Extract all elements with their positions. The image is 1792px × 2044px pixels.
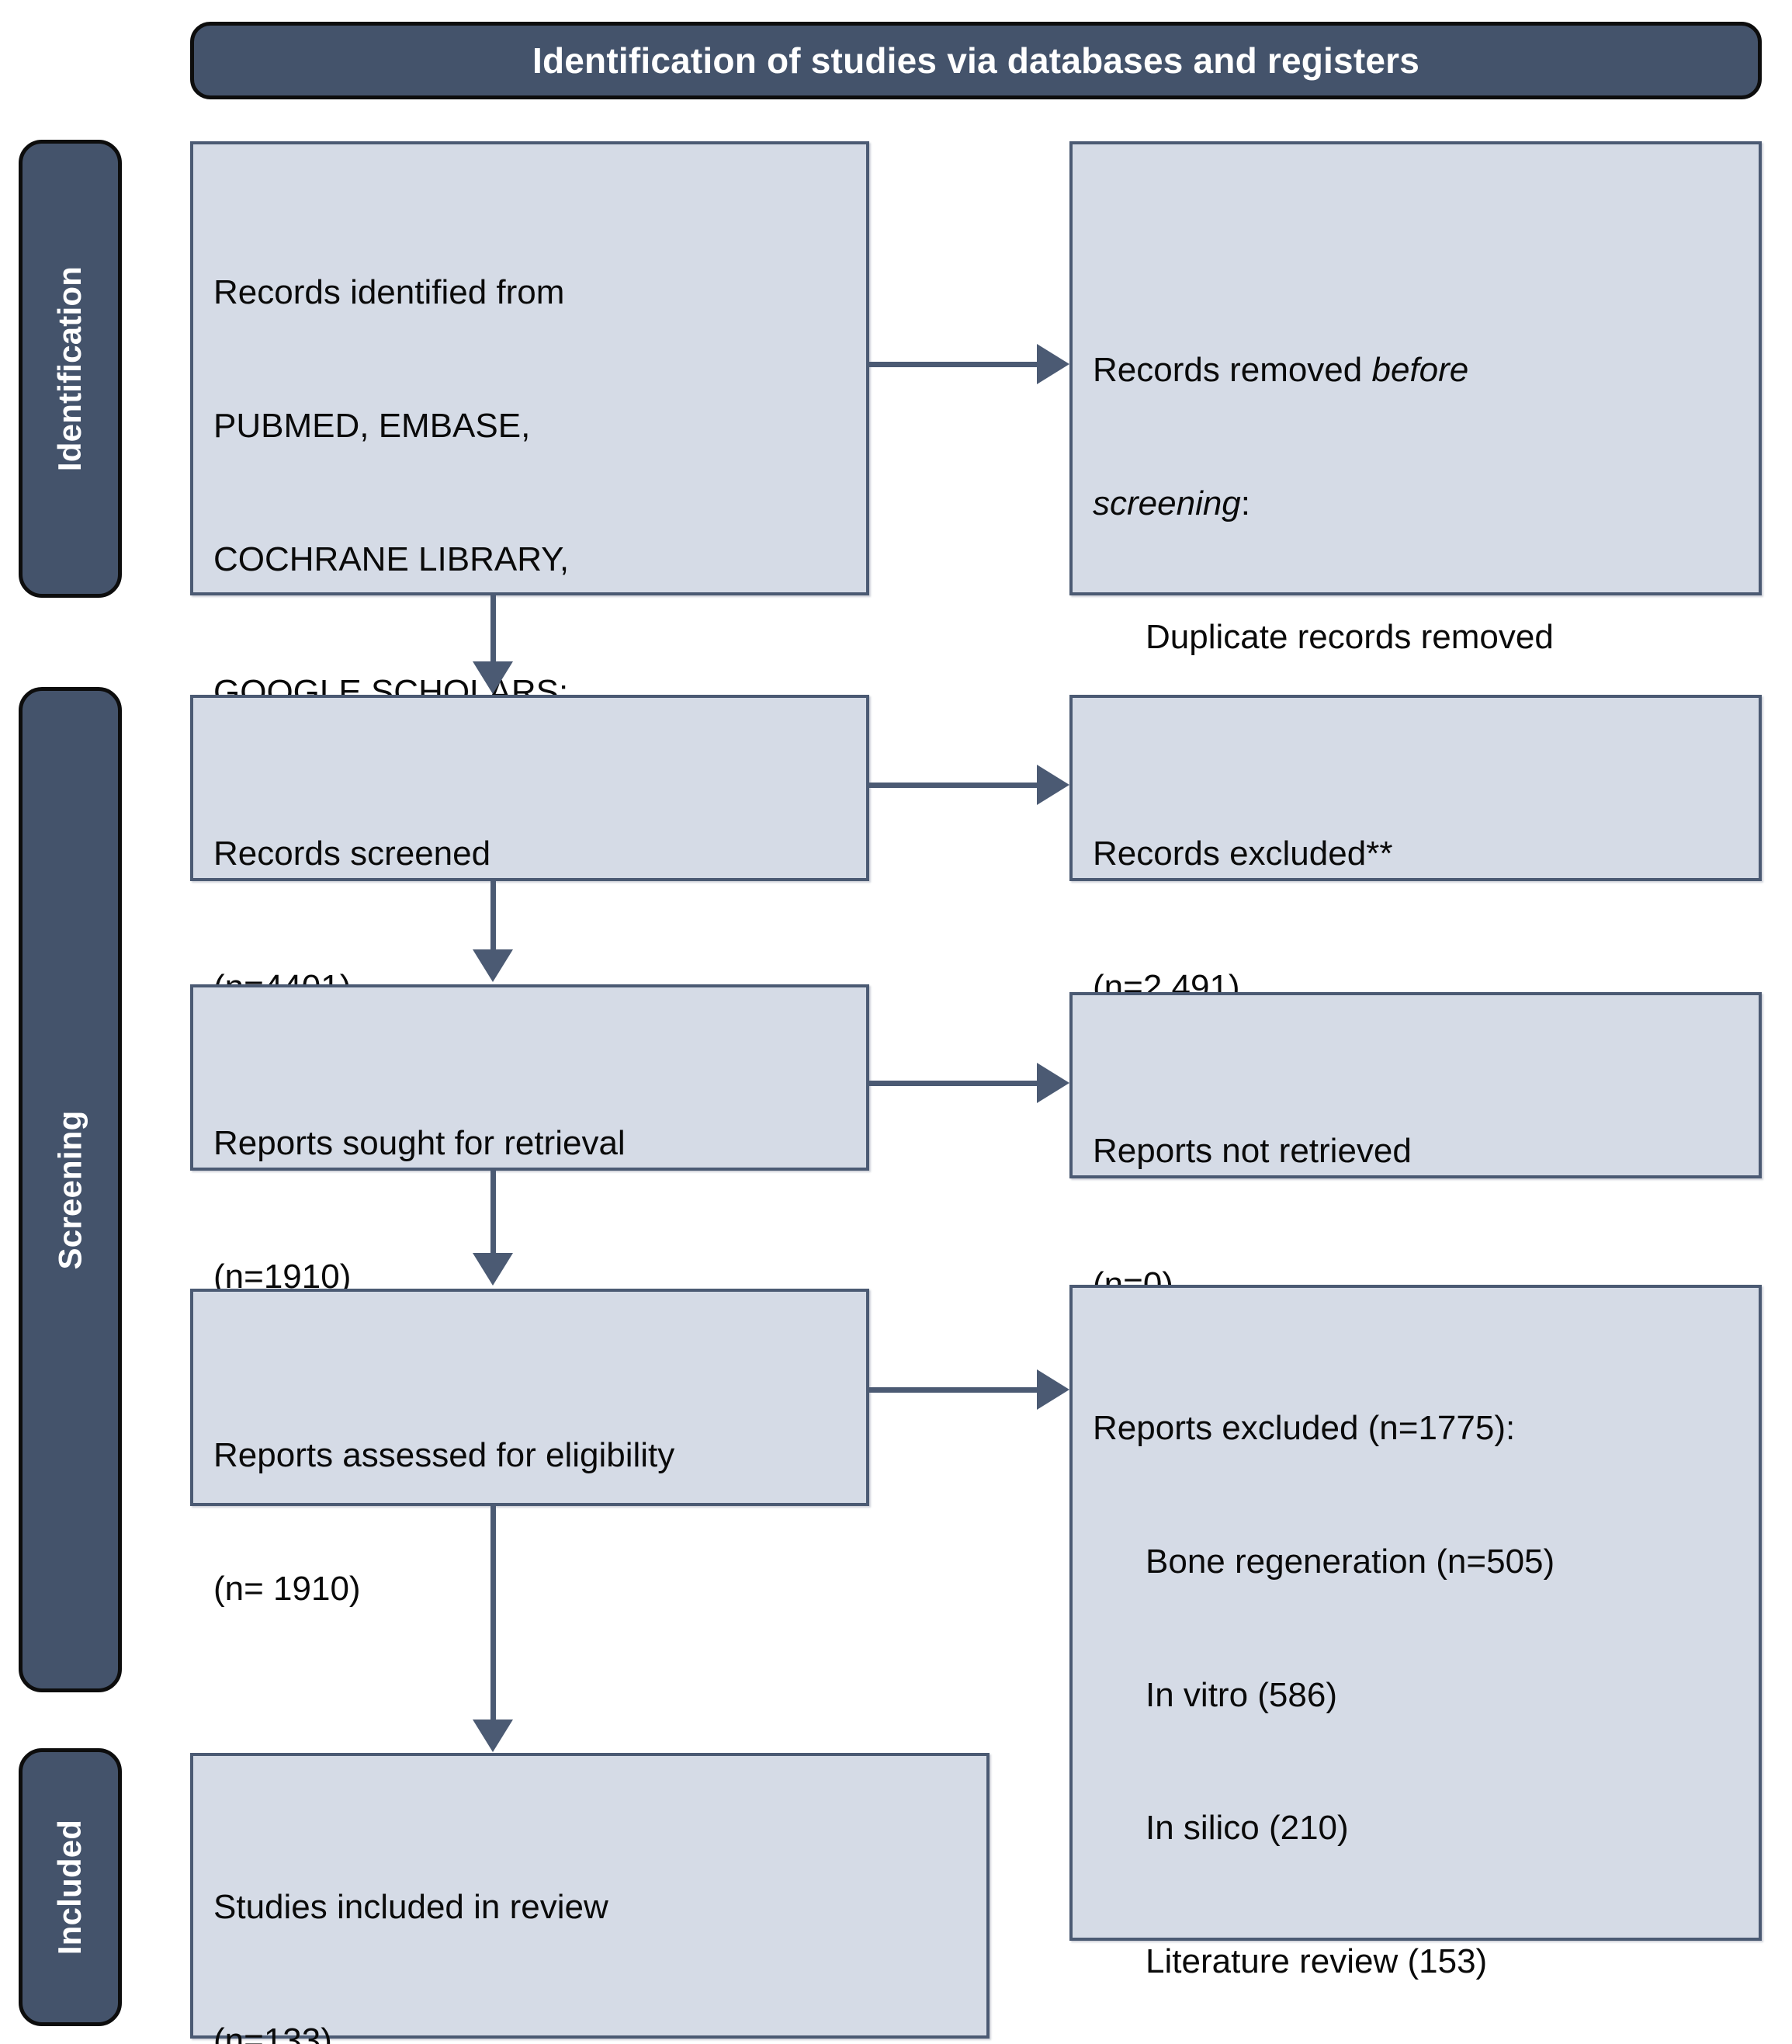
arrowhead-screened-to-excluded [1037,765,1069,805]
connector-sought-to-not-retrieved [869,1081,1038,1086]
arrowhead-screened-to-sought [473,949,513,982]
text-line: COCHRANE LIBRARY, [213,540,570,578]
records-screened-box: Records screened (n=4401) [190,695,869,1006]
text-line: Studies included in review [213,1888,608,1927]
records-identified-box: Records identified from PUBMED, EMBASE, … [190,141,869,845]
phase-sidebar-identification: Identification [19,140,122,598]
connector-assessed-to-included [490,1506,496,1733]
connector-assessed-to-excluded [869,1387,1038,1393]
text-line: (n= 1910) [213,1569,361,1608]
text-fragment-italic: before [1371,351,1469,390]
reports-assessed-text: Reports assessed for eligibility (n= 191… [213,1345,855,1700]
records-removed-box: Records removed before screening: Duplic… [1069,141,1762,789]
connector-identified-to-removed [869,362,1038,367]
reports-not-retrieved-box: Reports not retrieved (n=0) [1069,992,1762,1303]
arrowhead-assessed-to-excluded [1037,1369,1069,1410]
text-line: Literature review (153) [1146,1942,1488,1980]
text-line: Records removed before [1093,348,1748,392]
reports-excluded-text: Reports excluded (n=1775): Bone regenera… [1093,1317,1748,2044]
arrowhead-identified-to-removed [1037,344,1069,384]
reports-sought-box: Reports sought for retrieval (n=1910) [190,984,869,1296]
arrowhead-assessed-to-included [473,1720,513,1752]
phase-sidebar-included: Included [19,1748,122,2026]
records-screened-text: Records screened (n=4401) [213,743,855,1098]
text-line: PUBMED, EMBASE, [213,406,531,445]
reports-not-retrieved-text: Reports not retrieved (n=0) [1093,1040,1748,1396]
reports-excluded-box: Reports excluded (n=1775): Bone regenera… [1069,1285,1762,1980]
text-line: Reports excluded (n=1775): [1093,1409,1516,1448]
connector-screened-to-excluded [869,783,1038,788]
text-line: In silico (210) [1146,1809,1349,1848]
text-line: (n=133) [213,2021,332,2044]
text-fragment: Records removed [1093,351,1372,390]
text-line: In vitro (586) [1146,1675,1337,1714]
connector-sought-to-assessed [490,1171,496,1262]
studies-included-box: Studies included in review (n=133) Studi… [190,1753,990,2044]
records-excluded-box: Records excluded** (n=2.491) [1069,695,1762,1006]
text-line: Reports not retrieved [1093,1132,1412,1171]
text-line: Records screened [213,835,491,873]
connector-identified-to-screened [490,595,496,671]
reports-assessed-box: Reports assessed for eligibility (n= 191… [190,1289,869,1608]
arrowhead-identified-to-screened [473,661,513,694]
text-line: Records identified from [213,273,565,312]
connector-screened-to-sought [490,881,496,959]
phase-sidebar-identification-label: Identification [51,265,88,472]
header-banner: Identification of studies via databases … [190,22,1762,99]
phase-sidebar-screening-label: Screening [51,1110,88,1269]
studies-included-text: Studies included in review (n=133) Studi… [213,1796,976,2044]
phase-sidebar-screening: Screening [19,687,122,1692]
text-line: screening: [1093,481,1748,526]
text-line: Duplicate records removed [1146,617,1554,656]
text-fragment-italic: screening [1093,484,1241,522]
arrowhead-sought-to-not-retrieved [1037,1063,1069,1103]
text-line: Records excluded** [1093,835,1393,873]
arrowhead-sought-to-assessed [473,1253,513,1286]
page-title: Identification of studies via databases … [532,40,1420,81]
text-line: Reports sought for retrieval [213,1124,626,1163]
text-line: Bone regeneration (n=505) [1146,1542,1555,1581]
text-fragment: : [1240,484,1251,522]
phase-sidebar-included-label: Included [51,1819,88,1956]
text-line: Reports assessed for eligibility [213,1436,675,1475]
